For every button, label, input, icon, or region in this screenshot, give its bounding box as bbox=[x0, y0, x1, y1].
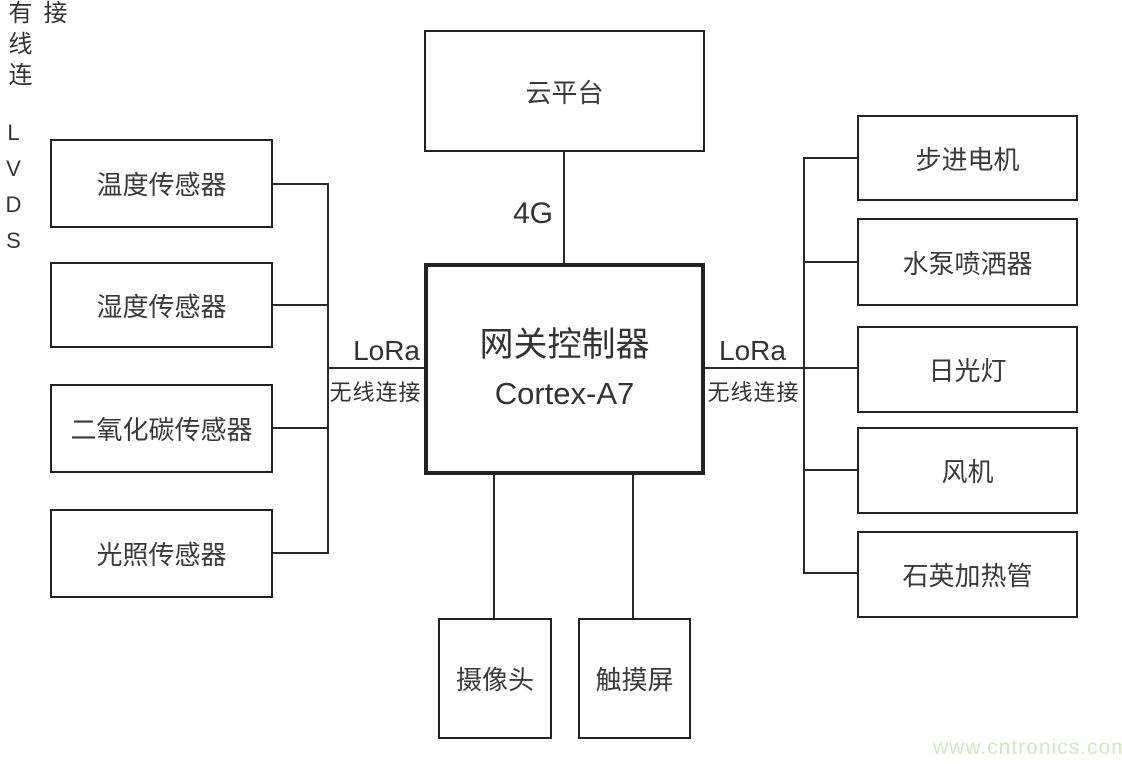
connector-temperature bbox=[273, 183, 329, 185]
node-camera-label: 摄像头 bbox=[455, 665, 534, 695]
node-camera: 摄像头 bbox=[438, 618, 552, 739]
node-fan: 风机 bbox=[857, 427, 1078, 514]
link-touchscreen-label: LVDS bbox=[1, 120, 26, 264]
connector-humidity bbox=[273, 304, 329, 306]
node-sensor-co2: 二氧化碳传感器 bbox=[50, 384, 273, 473]
link-4g-line bbox=[563, 152, 565, 263]
node-fan-label: 风机 bbox=[941, 457, 994, 487]
link-lora-left-line bbox=[327, 367, 424, 369]
node-cloud-platform-label: 云平台 bbox=[525, 77, 604, 108]
node-sensor-temperature-label: 温度传感器 bbox=[96, 170, 227, 200]
node-quartz-heater: 石英加热管 bbox=[857, 531, 1078, 618]
link-camera-label: 有线连接 bbox=[4, 0, 66, 93]
node-sensor-humidity-label: 湿度传感器 bbox=[96, 291, 227, 322]
node-sensor-co2-label: 二氧化碳传感器 bbox=[70, 415, 253, 445]
link-4g-label: 4G bbox=[512, 197, 553, 230]
node-stepper-motor-label: 步进电机 bbox=[915, 144, 1020, 175]
link-lora-right-line bbox=[705, 367, 857, 369]
node-sensor-temperature: 温度传感器 bbox=[50, 139, 273, 228]
link-lora-right-mode: 无线连接 bbox=[707, 380, 800, 405]
connector-co2 bbox=[273, 427, 329, 429]
node-touchscreen: 触摸屏 bbox=[578, 618, 691, 739]
link-touchscreen-line bbox=[632, 475, 634, 618]
node-fluorescent-lamp-label: 日光灯 bbox=[928, 356, 1007, 386]
node-water-pump-sprayer: 水泵喷洒器 bbox=[857, 218, 1078, 306]
node-gateway-controller: 网关控制器 Cortex-A7 bbox=[424, 263, 705, 475]
node-water-pump-sprayer-label: 水泵喷洒器 bbox=[902, 248, 1033, 279]
node-cloud-platform: 云平台 bbox=[424, 30, 705, 152]
node-gateway-title: 网关控制器 bbox=[479, 326, 650, 365]
bus-right bbox=[803, 157, 805, 574]
node-sensor-humidity: 湿度传感器 bbox=[50, 262, 273, 348]
node-touchscreen-label: 触摸屏 bbox=[595, 665, 674, 695]
watermark-text: www.cntronics.com bbox=[933, 736, 1122, 759]
link-lora-left-label: LoRa bbox=[353, 335, 420, 366]
connector-quartz-heater bbox=[803, 572, 857, 574]
connector-water-pump bbox=[803, 261, 857, 263]
connector-stepper-motor bbox=[803, 157, 857, 159]
link-lora-left-mode: 无线连接 bbox=[329, 380, 422, 405]
node-fluorescent-lamp: 日光灯 bbox=[857, 326, 1078, 413]
connector-fan bbox=[803, 469, 857, 471]
link-lora-right-label: LoRa bbox=[719, 335, 786, 366]
connector-light bbox=[273, 552, 329, 554]
link-camera-line bbox=[493, 475, 495, 618]
node-sensor-light-label: 光照传感器 bbox=[96, 540, 227, 570]
node-sensor-light: 光照传感器 bbox=[50, 509, 273, 598]
node-gateway-subtitle: Cortex-A7 bbox=[494, 376, 635, 412]
node-stepper-motor: 步进电机 bbox=[857, 115, 1078, 201]
node-quartz-heater-label: 石英加热管 bbox=[902, 561, 1033, 591]
